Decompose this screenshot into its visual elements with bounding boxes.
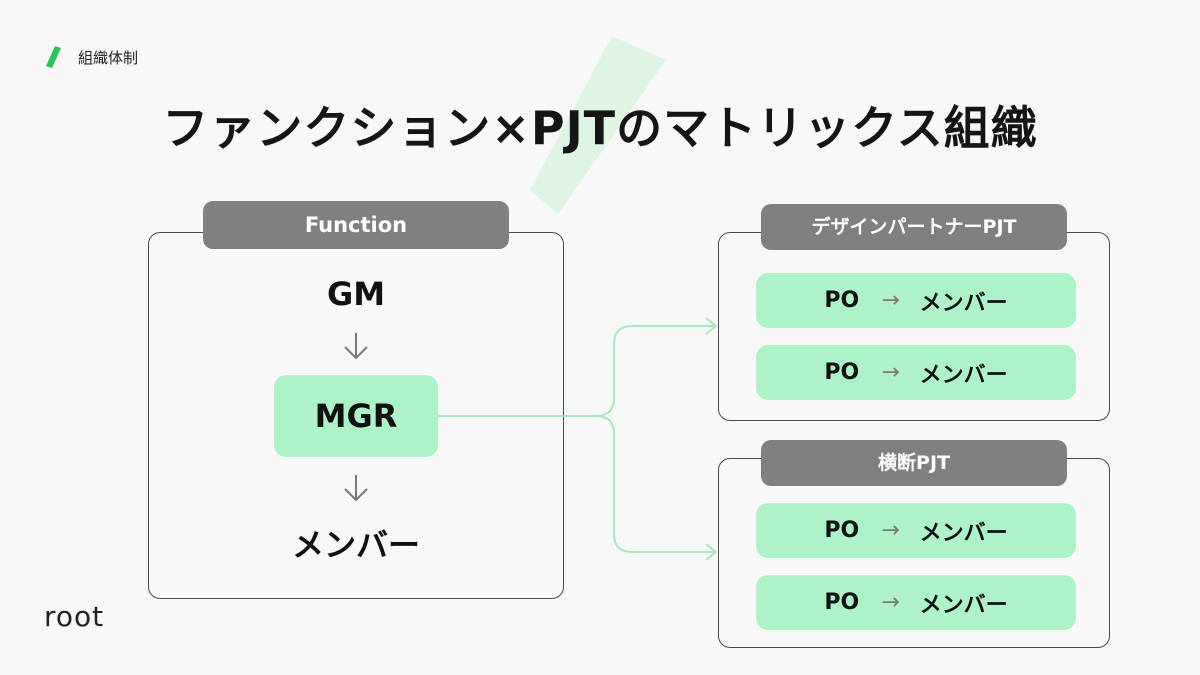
po-label: PO: [824, 590, 860, 615]
member-label: メンバー: [919, 592, 1008, 618]
member-label: メンバー: [919, 290, 1008, 316]
role-mgr-box: MGR: [274, 375, 438, 457]
pjt-header-cross: 横断PJT: [761, 440, 1067, 486]
down-arrow-icon: [344, 333, 368, 360]
section-label: 組織体制: [78, 49, 139, 67]
member-label: メンバー: [919, 520, 1008, 546]
pjt-row: PO → メンバー: [756, 273, 1076, 328]
pjt-row: PO → メンバー: [756, 345, 1076, 400]
right-arrow-icon: →: [881, 518, 900, 543]
po-label: PO: [824, 518, 860, 543]
role-gm: GM: [326, 275, 386, 313]
function-box-header: Function: [203, 201, 509, 249]
role-mgr: MGR: [314, 397, 398, 435]
pjt-row: PO → メンバー: [756, 503, 1076, 558]
root-logo: root: [44, 600, 105, 633]
right-arrow-icon: →: [881, 360, 900, 385]
member-label: メンバー: [919, 362, 1008, 388]
down-arrow-icon: [344, 475, 368, 502]
role-member: メンバー: [291, 526, 420, 564]
pjt-header-design-partner: デザインパートナーPJT: [761, 204, 1067, 250]
right-arrow-icon: →: [881, 288, 900, 313]
page-title: ファンクション×PJTのマトリックス組織: [162, 101, 1038, 155]
green-accent-icon: [46, 46, 61, 68]
right-arrow-icon: →: [881, 590, 900, 615]
po-label: PO: [824, 288, 860, 313]
pjt-row: PO → メンバー: [756, 575, 1076, 630]
po-label: PO: [824, 360, 860, 385]
